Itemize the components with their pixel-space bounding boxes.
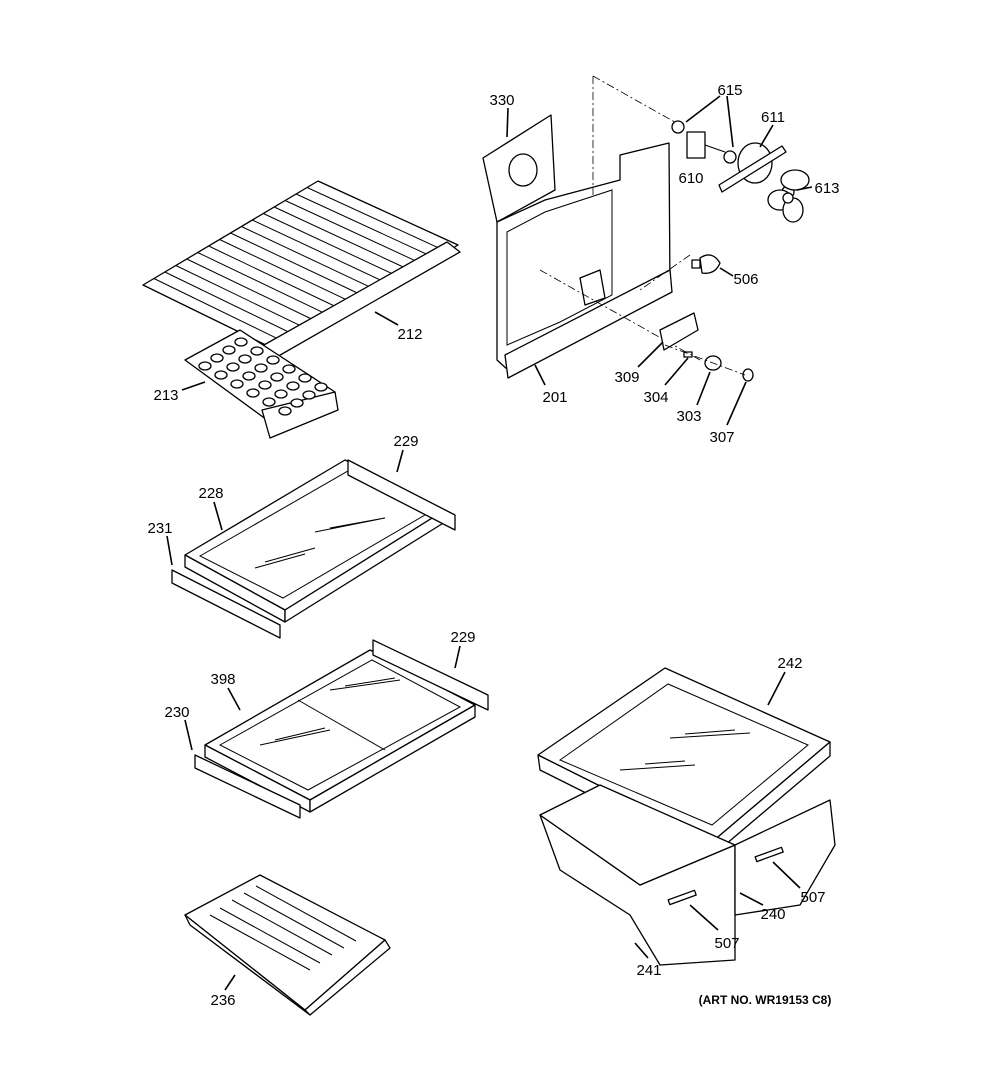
callout-230: 230 <box>164 704 189 721</box>
ice-cup <box>234 337 248 347</box>
callout-507-right: 507 <box>800 889 825 906</box>
shelf-rod <box>186 258 325 326</box>
shelf-rod <box>175 265 314 333</box>
ice-cup <box>282 364 296 374</box>
callout-242: 242 <box>777 655 802 672</box>
ice-cup <box>286 381 300 391</box>
ice-cup <box>254 363 268 373</box>
ice-cup <box>274 389 288 399</box>
leader-lines <box>166 95 813 991</box>
ice-cup <box>278 406 292 416</box>
evaporator-cover-201 <box>482 114 673 379</box>
ice-cup <box>210 353 224 363</box>
ice-cup <box>214 370 228 380</box>
wire-shelf-212 <box>142 180 461 363</box>
ice-cup <box>270 372 284 382</box>
ice-cup <box>222 345 236 355</box>
callout-309: 309 <box>614 369 639 386</box>
callout-236: 236 <box>210 992 235 1009</box>
light-parts <box>659 312 754 382</box>
shelf-rod <box>295 193 436 259</box>
pan-236 <box>184 874 391 1016</box>
callout-615: 615 <box>717 82 742 99</box>
art-number: (ART NO. WR19153 C8) <box>699 993 832 1007</box>
ice-cup <box>226 362 240 372</box>
callout-213: 213 <box>153 387 178 404</box>
glass-shelf-398 <box>194 639 489 819</box>
callout-201: 201 <box>542 389 567 406</box>
shelf-rod <box>197 252 336 320</box>
fan-assembly <box>671 120 810 223</box>
ice-cup <box>314 382 328 392</box>
ice-cup <box>242 371 256 381</box>
shelf-rod <box>230 232 370 299</box>
callout-506: 506 <box>733 271 758 288</box>
callout-398: 398 <box>210 671 235 688</box>
callout-613: 613 <box>814 180 839 197</box>
ice-cup <box>262 397 276 407</box>
ice-cup <box>230 379 244 389</box>
damper-506 <box>691 254 721 274</box>
glass-shelf-228 <box>171 459 456 639</box>
callout-241: 241 <box>636 962 661 979</box>
ice-cup <box>298 373 312 383</box>
shelf-rod <box>164 271 303 340</box>
shelf-rod <box>153 278 292 346</box>
shelf-rod <box>219 239 359 306</box>
ice-cup <box>238 354 252 364</box>
ice-cup <box>198 361 212 371</box>
callout-307: 307 <box>709 429 734 446</box>
shelf-rod <box>306 187 448 253</box>
shelf-rod <box>241 226 381 293</box>
callout-231: 231 <box>147 520 172 537</box>
callout-330: 330 <box>489 92 514 109</box>
shelf-rod <box>274 206 414 273</box>
ice-cup <box>290 398 304 408</box>
callout-507-left: 507 <box>714 935 739 952</box>
ice-cup <box>250 346 264 356</box>
callout-228: 228 <box>198 485 223 502</box>
callout-229-upper: 229 <box>393 433 418 450</box>
shelf-rod <box>263 213 403 279</box>
shelf-rod <box>284 200 425 266</box>
ice-cup <box>246 388 260 398</box>
callout-212: 212 <box>397 326 422 343</box>
ice-cup <box>258 380 272 390</box>
crisper-drawers <box>539 784 836 966</box>
ice-cup <box>266 355 280 365</box>
callout-240: 240 <box>760 906 785 923</box>
callout-611: 611 <box>761 109 785 126</box>
ice-tray-213 <box>184 329 339 439</box>
callout-304: 304 <box>643 389 668 406</box>
shelf-rod <box>252 219 392 286</box>
callout-229-lower: 229 <box>450 629 475 646</box>
callout-303: 303 <box>676 408 701 425</box>
ice-cup <box>302 390 316 400</box>
shelf-rod <box>208 245 347 313</box>
callout-610: 610 <box>678 170 703 187</box>
